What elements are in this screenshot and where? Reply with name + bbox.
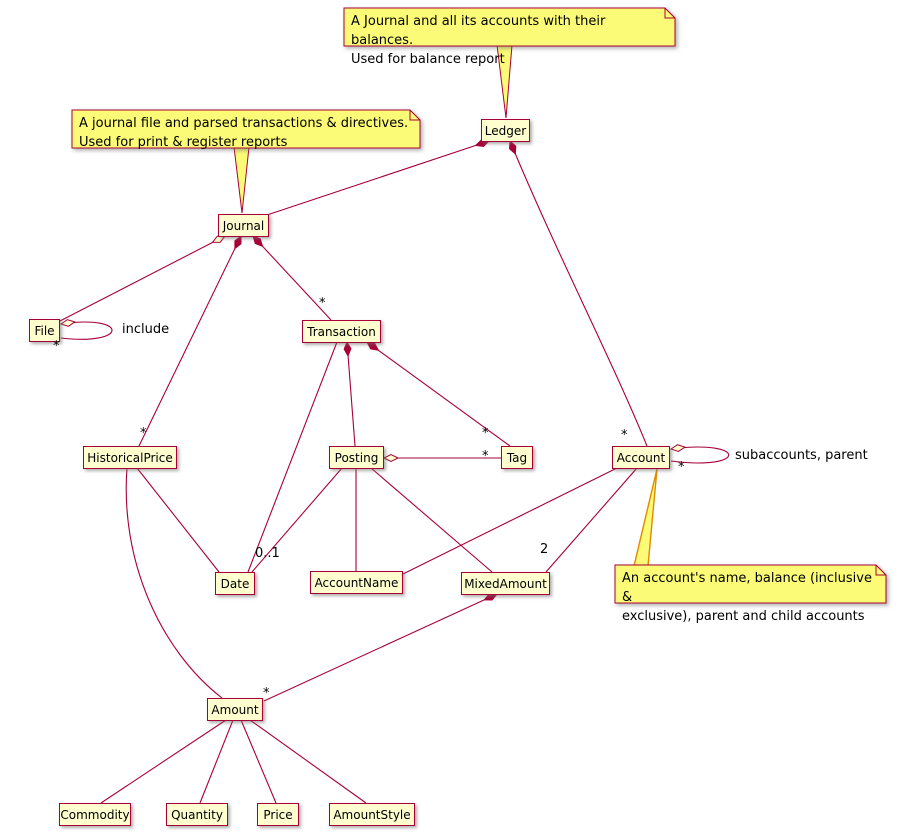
note-shapes	[71, 7, 887, 604]
class-box-mixedamount: MixedAmount	[461, 572, 550, 595]
edge-amount-price	[240, 719, 277, 804]
note-pointer-account	[633, 468, 658, 567]
multiplicity-mixedamount-amount: *	[263, 686, 270, 701]
edge-journal-historicalprice	[138, 236, 241, 447]
note-fold-account	[875, 565, 886, 576]
class-box-date: Date	[215, 572, 255, 595]
edge-journal-file	[59, 236, 225, 322]
class-box-tag: Tag	[501, 446, 533, 469]
note-journal: A journal file and parsed transactions &…	[79, 116, 409, 150]
class-box-quantity: Quantity	[166, 803, 228, 826]
note-pointer-journal	[233, 146, 250, 214]
multiplicity-posting-date: 0..1	[255, 546, 280, 561]
class-box-price: Price	[257, 803, 299, 826]
note-ledger: A Journal and all its accounts with thei…	[351, 14, 606, 67]
edge-transaction-date	[247, 341, 338, 573]
edge-amount-quantity	[199, 719, 234, 804]
edge-posting-mixedamount	[370, 467, 493, 573]
edge-historicalprice-date	[136, 467, 220, 573]
class-box-accountname: AccountName	[310, 571, 403, 594]
note-fold-ledger	[664, 8, 675, 19]
multiplicity-journal-historicalprice: *	[140, 426, 147, 441]
class-box-amountstyle: AmountStyle	[329, 803, 415, 826]
edge-amount-amountstyle	[249, 719, 367, 804]
multiplicity-account-mixedamount: 2	[540, 542, 549, 557]
multiplicity-transaction-tag: *	[482, 426, 489, 441]
edge-transaction-posting	[347, 342, 356, 447]
edge-mixedamount-amount	[263, 594, 497, 702]
edge-transaction-tag	[367, 342, 511, 447]
edge-account-accountname	[402, 467, 618, 575]
edge-posting-date	[251, 467, 343, 573]
note-fold-journal	[409, 110, 420, 121]
multiplicity-ledger-account: *	[621, 428, 628, 443]
multiplicity-journal-transaction: *	[319, 296, 326, 311]
note-shape-account	[614, 564, 887, 604]
note-account: An account's name, balance (inclusive & …	[622, 571, 872, 624]
edge-account-mixedamount	[545, 467, 638, 573]
class-box-journal: Journal	[218, 214, 269, 237]
edge-label-include: include	[122, 322, 170, 337]
edge-journal-transaction	[253, 236, 332, 321]
class-box-posting: Posting	[329, 446, 384, 469]
multiplicity-file-include: *	[53, 339, 60, 354]
class-box-transaction: Transaction	[302, 320, 381, 343]
note-shape-ledger	[343, 7, 676, 47]
edge-historicalprice-amount	[125, 467, 223, 699]
note-shape-journal	[71, 109, 421, 149]
edge-label-subaccounts-parent: subaccounts, parent	[735, 448, 868, 463]
multiplicity-account-subaccounts: *	[678, 460, 685, 475]
edge-ledger-account	[510, 141, 648, 447]
edge-amount-commodity	[100, 719, 227, 804]
edges	[59, 141, 730, 804]
edge-ledger-journal	[266, 141, 489, 216]
class-box-historicalprice: HistoricalPrice	[83, 446, 177, 469]
class-box-amount: Amount	[207, 698, 263, 721]
class-box-file: File	[29, 319, 60, 342]
edge-file-include-loop	[61, 322, 113, 340]
multiplicity-posting-tag: *	[482, 449, 489, 464]
edge-account-subaccounts-loop	[671, 447, 730, 464]
class-box-account: Account	[612, 446, 670, 469]
class-box-ledger: Ledger	[481, 119, 530, 142]
class-box-commodity: Commodity	[59, 803, 131, 826]
